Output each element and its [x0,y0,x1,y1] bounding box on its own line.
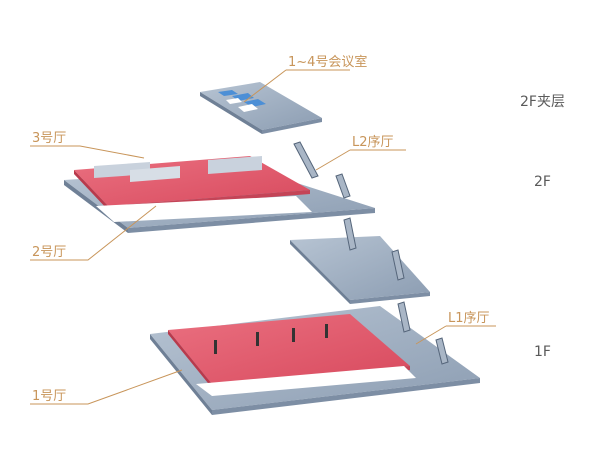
leader-hall-3 [30,145,145,159]
callout-leaders [30,69,496,405]
callout-hall-2: 2号厅 [32,245,66,260]
callout-l2-lobby: L2序厅 [352,135,394,150]
callout-meeting-rooms: 1~4号会议室 [288,54,367,70]
hall-1-block [168,314,416,396]
callout-labels: 1~4号会议室 3号厅 L2序厅 2号厅 L1序厅 1号厅 [32,54,490,404]
callout-l1-lobby: L1序厅 [448,311,490,326]
leader-hall-1 [30,369,183,405]
leader-meeting-rooms-link [243,69,287,103]
leader-l1-lobby-link [415,325,447,345]
callout-hall-3: 3号厅 [32,131,66,146]
floor-label-mezzanine: 2F夹层 [520,94,565,110]
hall-2-void [96,196,312,222]
hall-1-columns [214,324,328,354]
callout-hall-1: 1号厅 [32,389,66,404]
floor-label-2f: 2F [534,174,551,190]
floor-label-1f: 1F [534,344,551,360]
mezzanine-slab [200,82,322,134]
leader-l2-lobby-link [315,149,351,171]
leader-hall-2 [30,205,157,261]
l2-lobby-escalators [293,141,351,199]
intermediate-slab [290,217,430,304]
floor-labels: 2F夹层 2F 1F [520,94,565,360]
l1-lobby-escalators [397,301,449,365]
